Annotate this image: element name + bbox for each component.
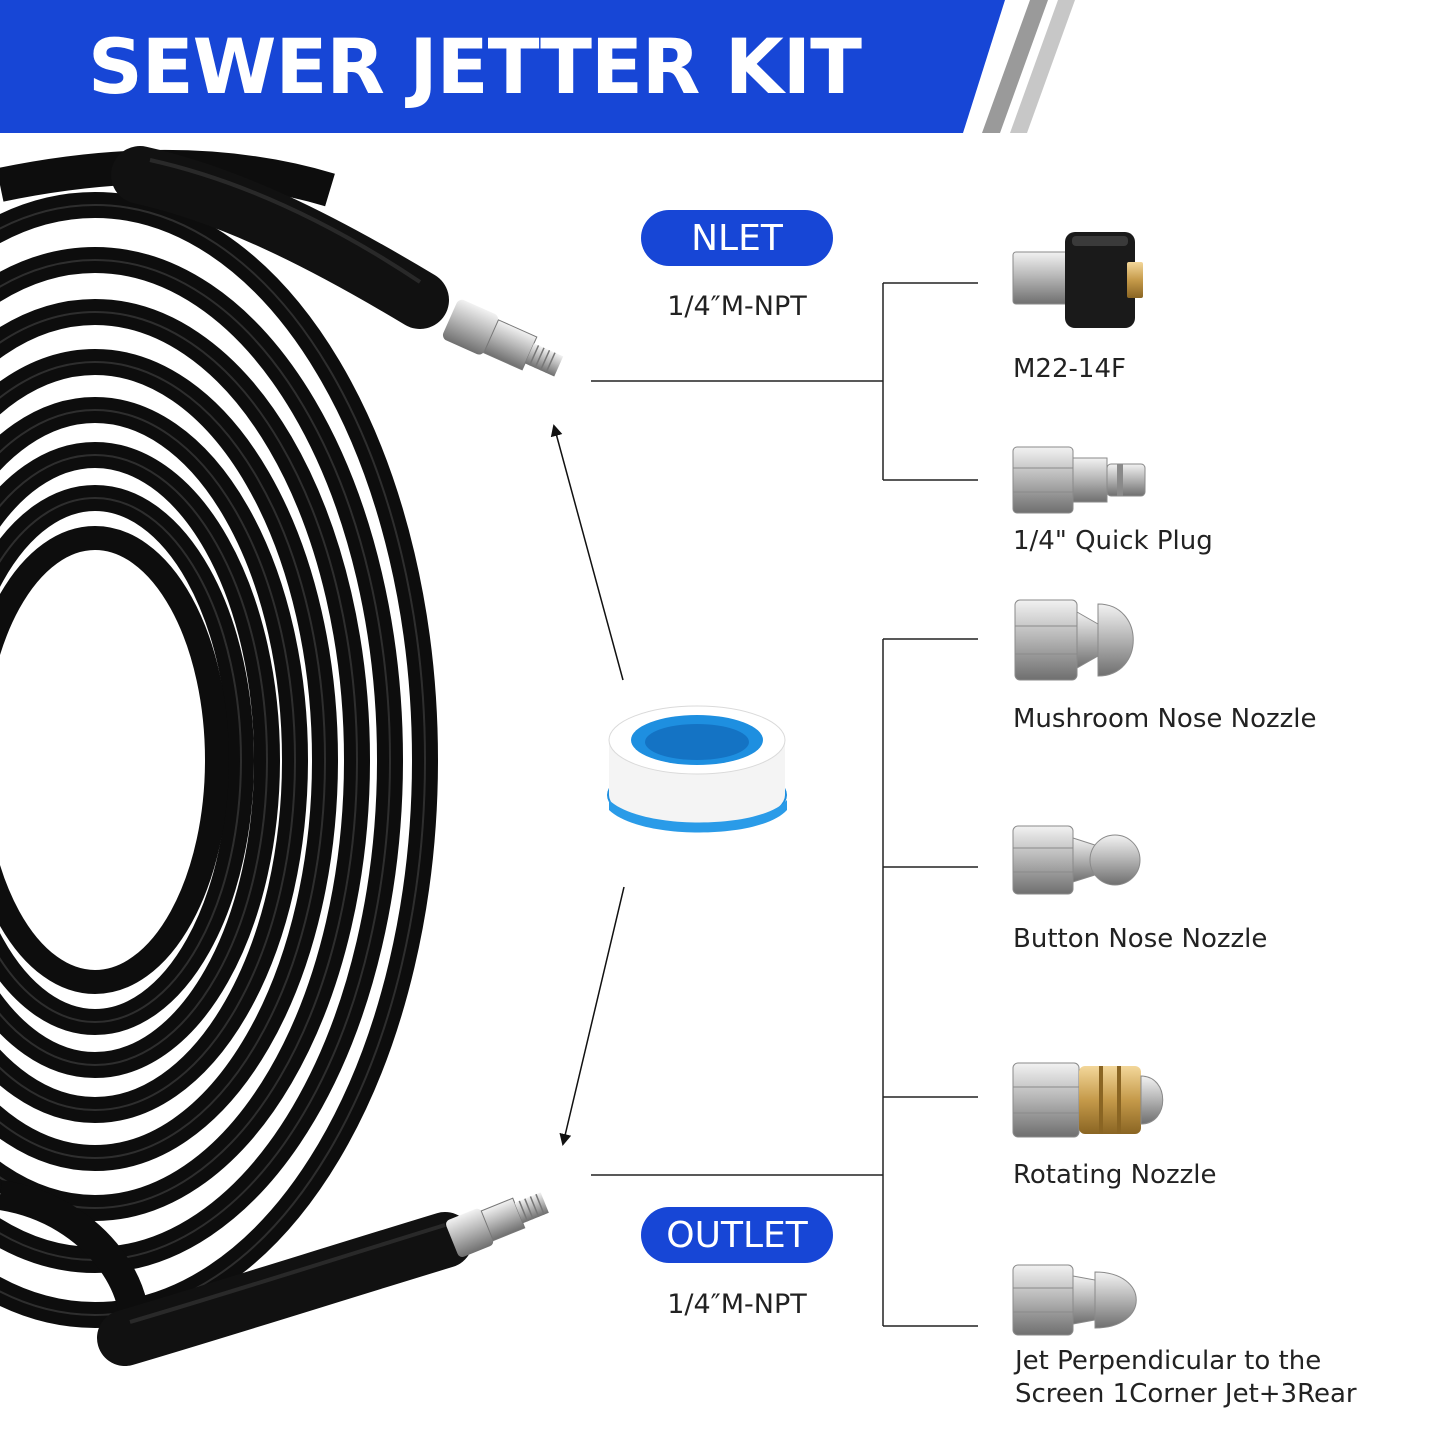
outlet-spec: 1/4″M-NPT [667,1289,807,1320]
thread-seal-tape-icon [607,705,787,833]
outlet-bracket [591,638,978,1327]
banner-background [0,0,1075,133]
rotating-nozzle-label: Rotating Nozzle [1013,1160,1217,1190]
hose-coil [0,192,438,1328]
m22-adapter-label: M22-14F [1013,354,1126,384]
inlet-spec: 1/4″M-NPT [667,291,807,322]
inlet-badge: NLET [641,210,833,266]
m22-adapter-icon [1012,232,1143,328]
page-title: SEWER JETTER KIT [88,22,862,111]
arrow-to-inlet [550,424,624,681]
arrow-to-outlet [559,886,625,1146]
mushroom-nozzle-icon [1014,599,1134,681]
button-nozzle-icon [1012,825,1141,895]
inlet-hose-end [0,146,564,377]
perpendicular-nozzle-label-line1: Jet Perpendicular to the [1015,1346,1322,1376]
perpendicular-nozzle-label: Jet Perpendicular to the Screen 1Corner … [1015,1345,1357,1411]
quick-plug-icon [1012,446,1146,514]
perpendicular-nozzle-label-line2: Screen 1Corner Jet+3Rear [1015,1379,1357,1409]
inlet-bracket [591,282,978,481]
quick-plug-label: 1/4" Quick Plug [1013,526,1213,556]
outlet-badge: OUTLET [641,1207,833,1263]
button-nozzle-label: Button Nose Nozzle [1013,924,1268,954]
header-banner: SEWER JETTER KIT [0,0,1445,133]
mushroom-nozzle-label: Mushroom Nose Nozzle [1013,704,1317,734]
rotating-nozzle-icon [1012,1062,1164,1138]
outlet-hose-end [0,1180,549,1366]
perpendicular-nozzle-icon [1012,1264,1137,1336]
